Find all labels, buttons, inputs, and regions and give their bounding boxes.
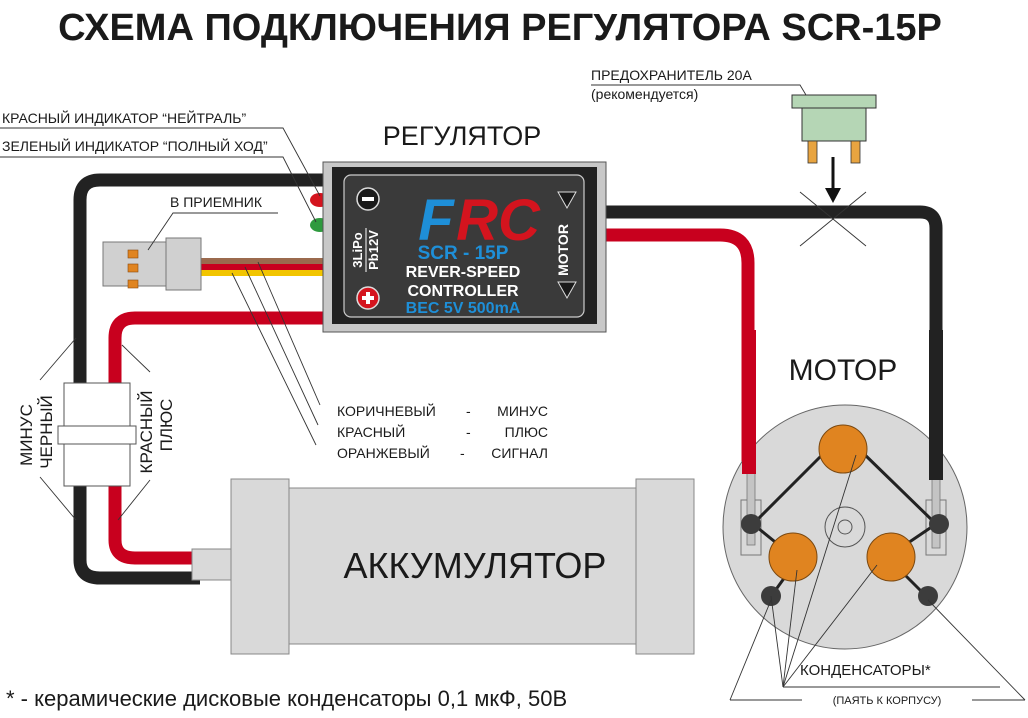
solder-note: (ПАЯТЬ К КОРПУСУ) bbox=[833, 695, 942, 707]
red-label: КРАСНЫЙ bbox=[137, 391, 156, 474]
bec-label: BEC 5V 500mA bbox=[406, 300, 521, 317]
red-indicator-label: КРАСНЫЙ ИНДИКАТОР “НЕЙТРАЛЬ” bbox=[2, 109, 246, 126]
yellow-signal-wire bbox=[200, 270, 328, 276]
minus-label: МИНУС bbox=[17, 404, 36, 466]
capacitor-right bbox=[866, 532, 916, 582]
logo-rc: RC bbox=[456, 188, 541, 253]
brown-signal-wire bbox=[200, 258, 328, 264]
fuse-note: (рекомендуется) bbox=[591, 86, 698, 102]
battery-wire-connector bbox=[57, 382, 137, 487]
wire-legend-sep: - bbox=[466, 403, 471, 419]
wire-legend-color: КРАСНЫЙ bbox=[337, 423, 405, 440]
fuse bbox=[791, 94, 877, 164]
receiver-label: В ПРИЕМНИК bbox=[170, 194, 263, 210]
wire-legend-role: ПЛЮС bbox=[505, 424, 548, 440]
wire-legend-role: СИГНАЛ bbox=[491, 445, 548, 461]
logo-f: F bbox=[418, 188, 455, 253]
red-signal-wire bbox=[200, 264, 328, 270]
black-battery-wire bbox=[73, 173, 330, 585]
red-motor-wire bbox=[605, 228, 755, 480]
model-label: SCR - 15P bbox=[418, 243, 509, 264]
diagram-title: СХЕМА ПОДКЛЮЧЕНИЯ РЕГУЛЯТОРА SCR-15P bbox=[58, 7, 942, 49]
black-motor-wire bbox=[605, 205, 943, 500]
battery-spec-lipo: 3LiPo bbox=[350, 232, 365, 267]
wire-legend-sep: - bbox=[460, 445, 465, 461]
motor bbox=[722, 330, 968, 650]
capacitor-left bbox=[768, 532, 818, 582]
battery-label: АККУМУЛЯТОР bbox=[344, 545, 607, 586]
reverse-speed-label: REVER-SPEED bbox=[406, 264, 521, 281]
wire-legend: КОРИЧНЕВЫЙ - МИНУС КРАСНЫЙ - ПЛЮС ОРАНЖЕ… bbox=[337, 402, 548, 461]
motor-output-label: MOTOR bbox=[555, 224, 571, 276]
fuse-label: ПРЕДОХРАНИТЕЛЬ 20А bbox=[591, 67, 752, 83]
capacitor-top bbox=[818, 424, 868, 474]
capacitors-label: КОНДЕНСАТОРЫ* bbox=[800, 662, 931, 679]
wire-legend-sep: - bbox=[466, 424, 471, 440]
battery-spec-pb: Pb12V bbox=[366, 230, 381, 270]
receiver-connector bbox=[102, 237, 202, 291]
motor-label: МОТОР bbox=[789, 354, 898, 387]
green-indicator-label: ЗЕЛЕНЫЙ ИНДИКАТОР “ПОЛНЫЙ ХОД” bbox=[2, 137, 268, 154]
footnote: * - керамические дисковые конденсаторы 0… bbox=[6, 686, 567, 711]
wire-legend-color: ОРАНЖЕВЫЙ bbox=[337, 444, 430, 461]
wire-legend-role: МИНУС bbox=[497, 403, 548, 419]
motor-arrow-bottom-icon bbox=[557, 281, 577, 300]
speed-controller: F RC SCR - 15P REVER-SPEED CONTROLLER BE… bbox=[322, 161, 607, 333]
controller-title: РЕГУЛЯТОР bbox=[383, 121, 541, 151]
controller-label: CONTROLLER bbox=[407, 283, 519, 300]
plus-label: ПЛЮС bbox=[157, 399, 176, 452]
black-label: ЧЕРНЫЙ bbox=[37, 395, 56, 469]
battery bbox=[191, 478, 695, 655]
motor-arrow-top-icon bbox=[557, 191, 577, 210]
wire-legend-color: КОРИЧНЕВЫЙ bbox=[337, 402, 436, 419]
